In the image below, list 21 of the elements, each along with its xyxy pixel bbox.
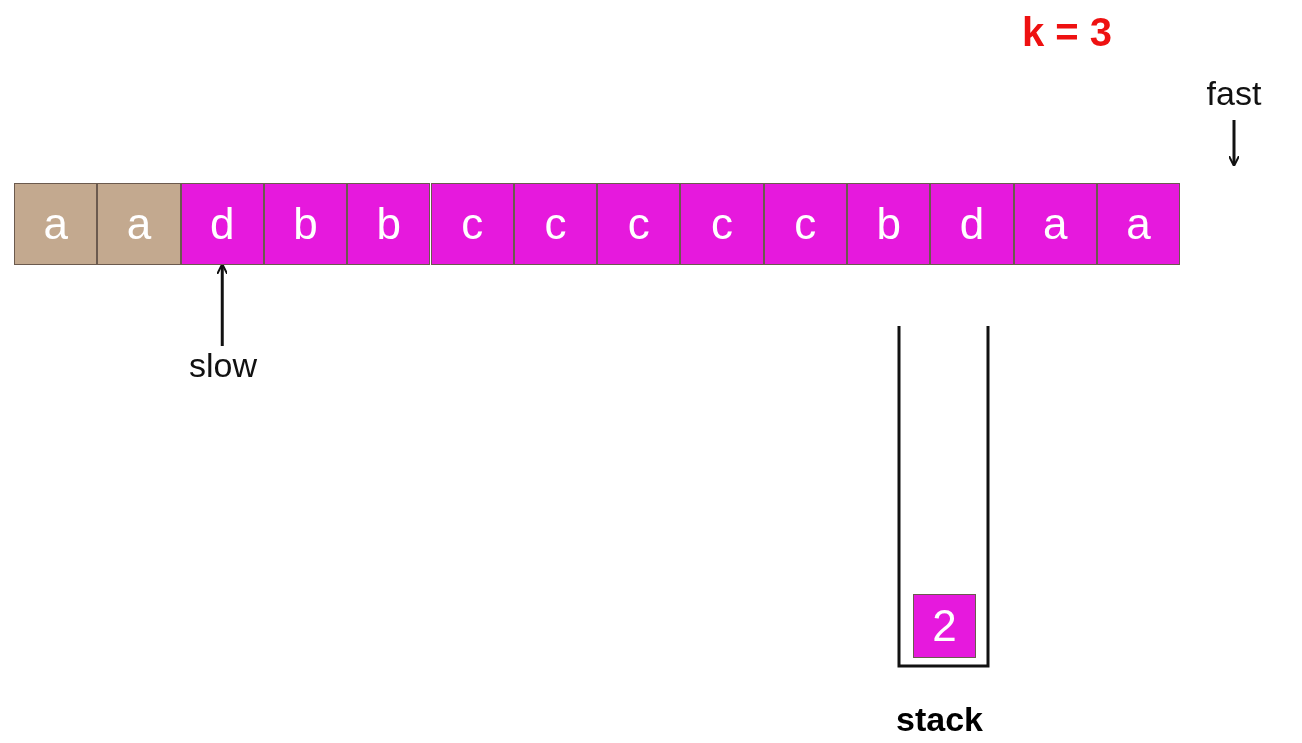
pointer-label: slow (173, 346, 273, 388)
pointer-arrow (216, 263, 229, 346)
array-cell: a (97, 183, 181, 265)
array-cell: b (263, 183, 348, 265)
parameter-label: k = 3 (1022, 10, 1113, 55)
array-cell: a (14, 183, 98, 265)
array-cell: b (847, 183, 931, 265)
array-cell: c (763, 183, 847, 265)
array-cell: c (513, 183, 598, 265)
stack-label: stack (896, 700, 983, 739)
pointer-label: fast (1184, 74, 1284, 116)
array-cell: a (1096, 183, 1181, 265)
array-cell: c (597, 183, 681, 265)
array-cell: d (930, 183, 1014, 265)
array-cell: a (1013, 183, 1097, 265)
array-cell: b (347, 183, 431, 265)
array-cell: c (430, 183, 514, 265)
array-cell: c (680, 183, 764, 265)
array-cell: d (180, 183, 264, 265)
stack-item: 2 (913, 594, 976, 658)
pointer-arrow (1228, 120, 1240, 167)
